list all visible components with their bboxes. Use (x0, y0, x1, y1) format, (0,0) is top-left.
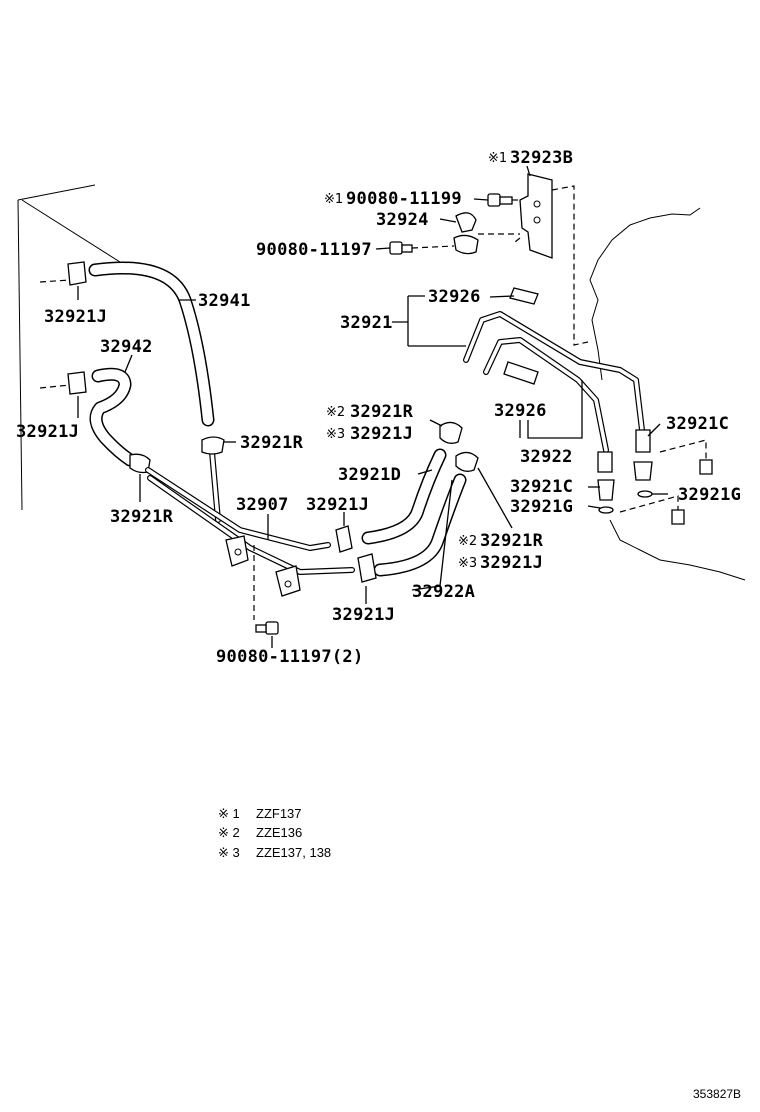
engine-outline (17, 184, 121, 511)
hose-32942 (67, 367, 137, 467)
label-32922a: 32922A (412, 582, 475, 602)
legend-text-3: ZZE137, 138 (256, 845, 331, 860)
sleeve-32926-top (509, 287, 539, 305)
applicability-legend: ※ 1 ZZF137 ※ 2 ZZE136 ※ 3 ZZE137, 138 (218, 806, 331, 860)
part-labels: ※1 32923B ※1 90080-11199 32924 90080-111… (16, 148, 741, 667)
clamp-32921r-lower (455, 451, 479, 472)
label-32921j-b: 32921J (16, 422, 79, 442)
label-32921r-d: 32921R (480, 531, 544, 551)
label-32921: 32921 (340, 313, 393, 333)
label-32907: 32907 (236, 495, 289, 515)
label-32922: 32922 (520, 447, 573, 467)
pipe-32907 (145, 467, 355, 620)
bolt-90080-11197-top (389, 241, 455, 255)
legend-text-1: ZZF137 (256, 806, 302, 821)
mark-2-b: ※2 (458, 534, 477, 549)
label-32921r-b: 32921R (240, 433, 304, 453)
clamp-32921r-upper (439, 421, 463, 444)
sleeve-32926-mid (503, 361, 539, 385)
label-32921j-d: 32921J (306, 495, 369, 515)
label-90080-11197-bottom: 90080-11197(2) (216, 647, 364, 667)
bracket-32923b (514, 173, 589, 346)
label-90080-11197-top: 90080-11197 (256, 240, 372, 260)
mark-1-a: ※1 (488, 151, 507, 166)
label-32921g-b: 32921G (510, 497, 573, 517)
clamp-32921j-center-top (335, 525, 353, 553)
bolt-90080-11199 (487, 193, 520, 207)
mark-1-b: ※1 (324, 192, 343, 207)
mark-3-b: ※3 (458, 556, 477, 571)
clamp-32921r-mid (201, 436, 225, 455)
hose-32922a (373, 473, 467, 577)
clamp-32924 (453, 212, 520, 255)
legend-mark-3: ※ 3 (218, 845, 240, 860)
mark-2-a: ※2 (326, 405, 345, 420)
leader-lines (77, 165, 668, 648)
pipe-32922 (483, 337, 609, 453)
label-32921d: 32921D (338, 465, 401, 485)
label-32924: 32924 (376, 210, 429, 230)
transmission-outline (589, 207, 746, 581)
label-32921r-c: 32921R (110, 507, 174, 527)
label-32921c-a: 32921C (666, 414, 729, 434)
label-32921j-c: 32921J (350, 424, 413, 444)
port-stubs (619, 439, 713, 525)
label-32921r-a: 32921R (350, 402, 414, 422)
label-32942: 32942 (100, 337, 153, 357)
legend-mark-1: ※ 1 (218, 806, 240, 821)
hose-32941 (67, 261, 221, 523)
fitting-32921c-left (597, 451, 615, 501)
gasket-32921g-left (598, 506, 614, 514)
label-32926-mid: 32926 (494, 401, 547, 421)
label-32921j-a: 32921J (44, 307, 107, 327)
gasket-32921g-right (637, 490, 653, 498)
label-32926-top: 32926 (428, 287, 481, 307)
clamp-32921j-center-bottom (357, 553, 377, 583)
label-32941: 32941 (198, 291, 251, 311)
label-90080-11199: 90080-11199 (346, 189, 462, 209)
pipe-32921 (463, 311, 645, 433)
legend-text-2: ZZE136 (256, 825, 302, 840)
label-32921j-f: 32921J (332, 605, 395, 625)
label-32921j-e: 32921J (480, 553, 543, 573)
mark-3-a: ※3 (326, 427, 345, 442)
legend-mark-2: ※ 2 (218, 825, 240, 840)
figure-id: 353827B (693, 1087, 741, 1101)
label-32921c-b: 32921C (510, 477, 573, 497)
fitting-32921c-right (633, 429, 653, 481)
hose-32921d (361, 448, 447, 545)
label-32921g-a: 32921G (678, 485, 741, 505)
bolt-90080-11197-bottom (255, 621, 279, 635)
label-32923b: 32923B (510, 148, 573, 168)
